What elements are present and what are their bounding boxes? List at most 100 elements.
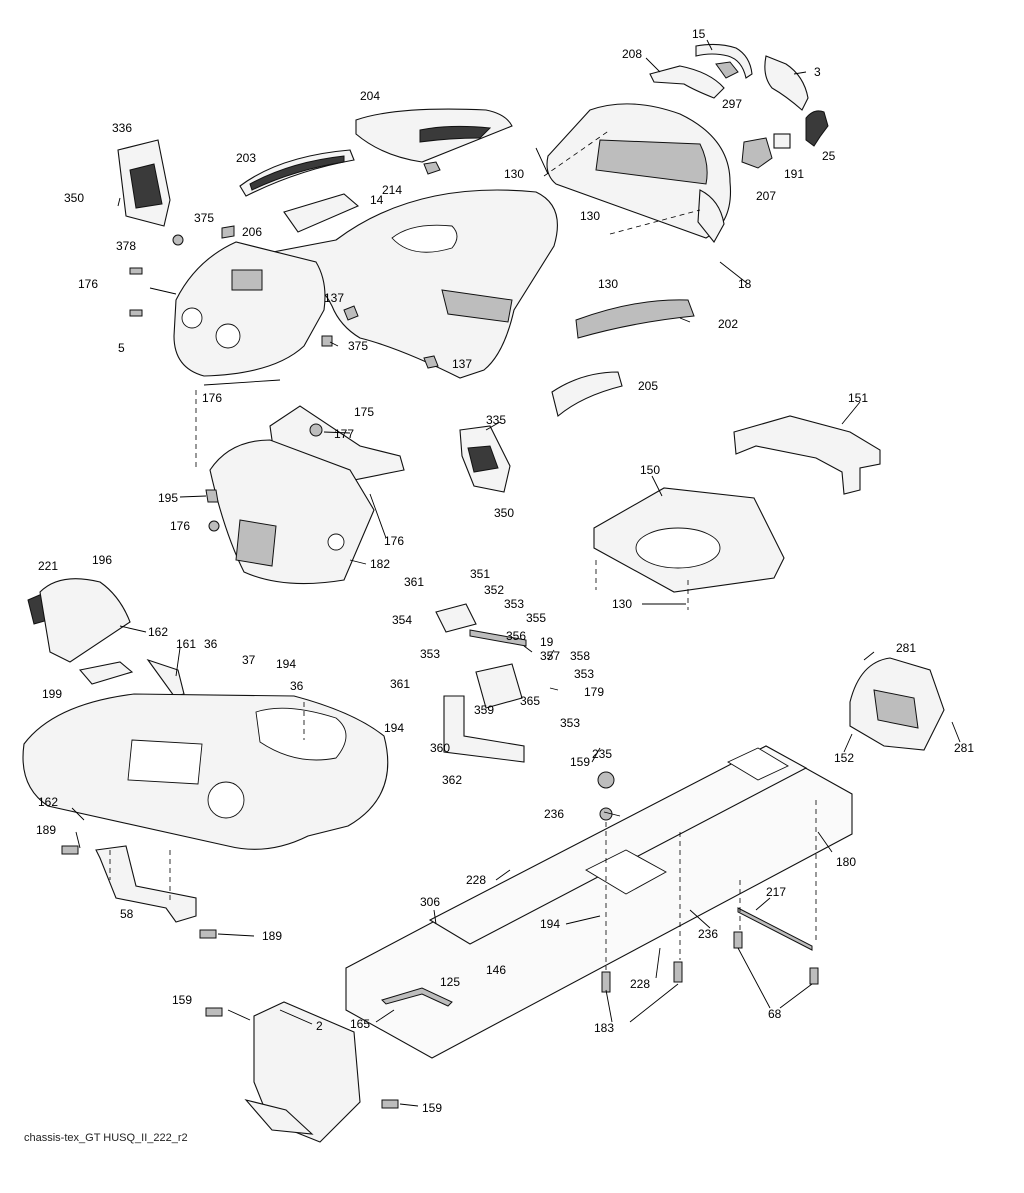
part-206-vent	[283, 193, 360, 233]
part-180-cutout-a	[727, 747, 789, 781]
callout-2: 2	[316, 1019, 323, 1033]
callout-208: 208	[622, 47, 642, 61]
part-68-bolt-a	[733, 931, 743, 949]
part-159-bolt-a	[205, 1007, 223, 1017]
part-15-trim	[695, 43, 753, 79]
callout-137-a: 137	[324, 291, 344, 305]
callout-189-a: 189	[36, 823, 56, 837]
callout-196: 196	[92, 553, 112, 567]
callout-177: 177	[334, 427, 354, 441]
part-203-grip	[249, 155, 345, 191]
callout-375-a: 375	[194, 211, 214, 225]
callout-228-a: 228	[466, 873, 486, 887]
callout-204: 204	[360, 89, 380, 103]
diagram-caption: chassis-tex_GT HUSQ_II_222_r2	[24, 1132, 188, 1144]
part-5-dash-panel	[173, 241, 326, 377]
callout-162-b: 162	[38, 795, 58, 809]
part-18-side-panel	[697, 189, 725, 243]
callout-365: 365	[520, 694, 540, 708]
part-191-tab	[773, 133, 791, 149]
callout-14: 14	[370, 193, 384, 207]
part-359-actuator	[475, 663, 523, 709]
callout-236-a: 236	[544, 807, 564, 821]
part-14-dash-opening	[391, 224, 458, 253]
part-2-front-flange	[244, 1099, 314, 1135]
callout-236-b: 236	[698, 927, 718, 941]
part-14-hood	[251, 189, 558, 379]
callout-180: 180	[836, 855, 856, 869]
part-199-plate	[78, 661, 134, 685]
part-68-bolt-b	[809, 967, 819, 985]
part-2-front-bracket	[253, 1001, 361, 1143]
callout-159-b: 159	[172, 993, 192, 1007]
part-5-gauge-left	[181, 307, 203, 329]
part-189-bolt-b	[199, 929, 217, 939]
part-195-plug	[205, 489, 219, 503]
callout-355: 355	[526, 611, 546, 625]
callout-159-c: 159	[422, 1101, 442, 1115]
part-182-key	[327, 533, 345, 551]
callout-152: 152	[834, 751, 854, 765]
callout-281-a: 281	[896, 641, 916, 655]
part-5-switch-bay	[231, 269, 263, 291]
part-150-opening	[635, 527, 721, 569]
callout-183: 183	[594, 1021, 614, 1035]
callout-68: 68	[768, 1007, 782, 1021]
callout-179: 179	[584, 685, 604, 699]
part-25-cover	[805, 110, 829, 147]
callout-36-a: 36	[204, 637, 218, 651]
callout-358: 358	[570, 649, 590, 663]
part-176-screw-a	[129, 267, 143, 275]
part-37-hole-a	[207, 781, 245, 819]
callout-176-c: 176	[170, 519, 190, 533]
part-335-mesh	[467, 445, 499, 473]
callout-353-d: 353	[560, 716, 580, 730]
callout-335: 335	[486, 413, 506, 427]
callout-125: 125	[440, 975, 460, 989]
callout-151: 151	[848, 391, 868, 405]
part-202-grille	[575, 299, 695, 339]
leader-lines	[71, 39, 961, 1107]
part-37-seat-opening	[255, 707, 347, 761]
callout-356: 356	[506, 629, 526, 643]
part-297-clip	[715, 61, 739, 79]
part-165-rod	[381, 987, 453, 1007]
callout-228-b: 228	[630, 977, 650, 991]
callout-137-b: 137	[452, 357, 472, 371]
callout-159-a: 159	[570, 755, 590, 769]
callout-176-a: 176	[78, 277, 98, 291]
part-204-stripes	[419, 125, 492, 143]
part-378-grommet	[172, 234, 184, 246]
callout-130-a: 130	[504, 167, 524, 181]
callout-207: 207	[756, 189, 776, 203]
callout-281-b: 281	[954, 741, 974, 755]
part-217-rod	[737, 907, 813, 951]
callout-175: 175	[354, 405, 374, 419]
callout-176-d: 176	[384, 534, 404, 548]
part-151-bracket	[733, 415, 881, 495]
callout-353-a: 353	[504, 597, 524, 611]
callout-214: 214	[382, 183, 402, 197]
callout-354: 354	[392, 613, 412, 627]
part-375b-clip	[321, 335, 333, 347]
callout-350-b: 350	[494, 506, 514, 520]
assembly-dashed-lines	[109, 129, 817, 970]
part-161-lever	[146, 658, 185, 697]
part-137b-clip	[423, 355, 439, 369]
part-18-grille	[595, 139, 708, 185]
part-159-bolt-b	[381, 1099, 399, 1109]
part-354-bracket	[435, 603, 477, 633]
callout-362: 362	[442, 773, 462, 787]
callout-351: 351	[470, 567, 490, 581]
callout-5: 5	[118, 341, 125, 355]
callout-130-b: 130	[580, 209, 600, 223]
part-58-bracket	[95, 845, 197, 923]
callout-205: 205	[638, 379, 658, 393]
callout-352: 352	[484, 583, 504, 597]
callout-130-e: 130	[612, 597, 632, 611]
part-14-lower-grille	[441, 289, 513, 323]
callout-195: 195	[158, 491, 178, 505]
callout-359: 359	[474, 703, 494, 717]
